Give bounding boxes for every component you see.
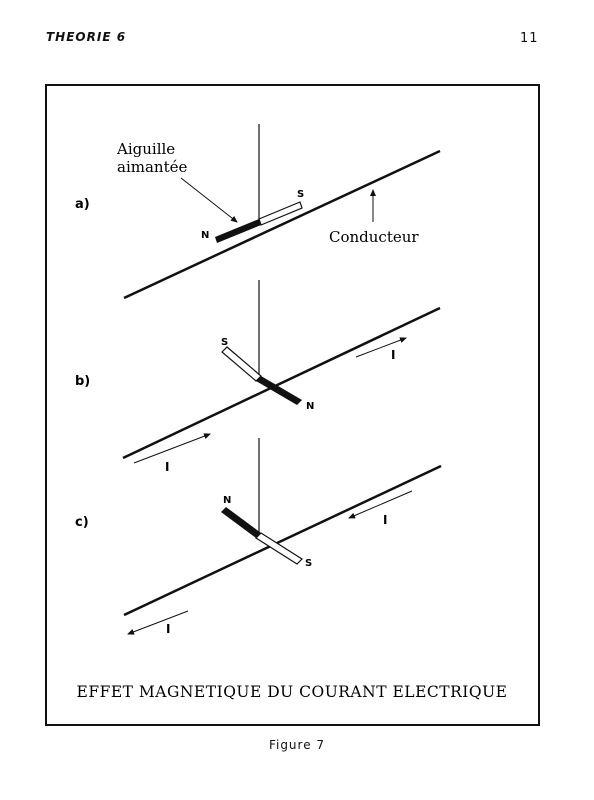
current-arrow-top bbox=[348, 490, 413, 519]
current-label-top: I bbox=[383, 513, 387, 527]
figure-title: EFFET MAGNETIQUE DU COURANT ELECTRIQUE bbox=[77, 683, 508, 701]
pole-n-label: N bbox=[223, 495, 231, 506]
needle-south-half bbox=[255, 532, 303, 565]
needle-label-line1: Aiguille bbox=[116, 140, 175, 158]
current-label-top: I bbox=[391, 348, 395, 362]
current-arrow-bottom bbox=[127, 610, 189, 635]
figure-frame bbox=[45, 84, 540, 726]
current-arrow-top bbox=[355, 337, 407, 358]
conductor-wire bbox=[123, 149, 441, 300]
current-label-bottom: I bbox=[165, 460, 169, 474]
pole-n-label: N bbox=[201, 230, 209, 241]
running-header: THEORIE 6 bbox=[46, 30, 127, 44]
panel-b: b) S N I I bbox=[75, 280, 441, 474]
current-label-bottom: I bbox=[166, 622, 170, 636]
pole-n-label: N bbox=[306, 401, 314, 412]
needle-label-line2: aimantée bbox=[117, 158, 187, 176]
panel-b-label: b) bbox=[75, 374, 90, 389]
pole-s-label: S bbox=[297, 189, 304, 200]
conductor-wire bbox=[123, 464, 442, 617]
page-number: 11 bbox=[520, 31, 539, 46]
needle-pointer-arrow bbox=[180, 177, 238, 223]
pole-s-label: S bbox=[221, 337, 228, 348]
pole-s-label: S bbox=[305, 558, 312, 569]
needle-north-half bbox=[221, 507, 261, 538]
needle-north-half bbox=[215, 219, 261, 243]
panel-a-label: a) bbox=[75, 197, 90, 212]
needle-south-half bbox=[221, 346, 262, 382]
needle-south-half bbox=[258, 201, 303, 226]
current-arrow-bottom bbox=[133, 433, 211, 464]
panel-a: Aiguille aimantée a) N S Conducteur bbox=[75, 124, 441, 300]
conductor-wire bbox=[122, 306, 441, 460]
needle-north-half bbox=[256, 376, 302, 405]
panel-c: c) N S I I bbox=[75, 438, 442, 636]
conductor-label: Conducteur bbox=[329, 228, 419, 246]
panel-c-label: c) bbox=[75, 515, 89, 530]
figure-caption: Figure 7 bbox=[268, 738, 326, 752]
